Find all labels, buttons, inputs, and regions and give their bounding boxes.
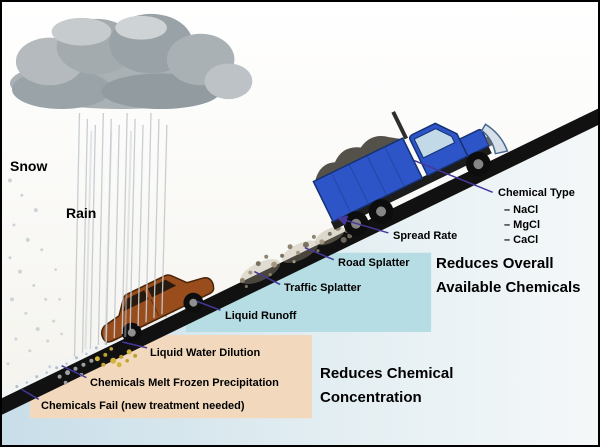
- chemicals-fail-label: Chemicals Fail (new treatment needed): [41, 400, 245, 412]
- reduces-concentration-panel: [29, 334, 312, 419]
- reduces-overall-panel: [185, 252, 432, 333]
- traffic-splatter-label: Traffic Splatter: [284, 282, 362, 294]
- rain-streaks: [73, 112, 168, 357]
- spread-rate-label: Spread Rate: [393, 230, 458, 242]
- chemical-item-mgcl: – MgCl: [504, 219, 541, 231]
- chemical-list: – NaCl – MgCl – CaCl: [504, 203, 540, 248]
- chemical-type-line: [413, 159, 493, 193]
- chemicals-melt-line: [61, 365, 87, 379]
- storm-cloud: [9, 13, 253, 110]
- truck: [312, 111, 509, 237]
- snow-speckles: [6, 178, 63, 369]
- liquid-water-dilution-line: [122, 341, 148, 349]
- spread-rate-line: [336, 215, 389, 234]
- leader-lines: [21, 159, 493, 401]
- traffic-splatter-line: [253, 270, 281, 286]
- liquid-runoff-label: Liquid Runoff: [225, 310, 297, 322]
- liquid-splatter: [94, 347, 138, 368]
- chemical-type-label: Chemical Type: [498, 187, 575, 199]
- liquid-runoff-line: [196, 300, 221, 311]
- liquid-water-dilution-label: Liquid Water Dilution: [150, 347, 261, 359]
- road-splatter-line: [304, 247, 335, 261]
- chemical-item-cacl: – CaCl: [504, 234, 539, 246]
- chemical-item-nacl: – NaCl: [504, 204, 539, 216]
- reduces-overall-text: Reduces Overall Available Chemicals: [436, 255, 581, 296]
- snow-label: Snow: [10, 158, 48, 174]
- reduces-concentration-text: Reduces Chemical Concentration: [320, 365, 454, 406]
- rain-label: Rain: [66, 205, 97, 221]
- chemicals-fail-line: [21, 388, 40, 401]
- chemicals-melt-label: Chemicals Melt Frozen Precipitation: [90, 377, 279, 389]
- road-splatter-label: Road Splatter: [338, 257, 410, 269]
